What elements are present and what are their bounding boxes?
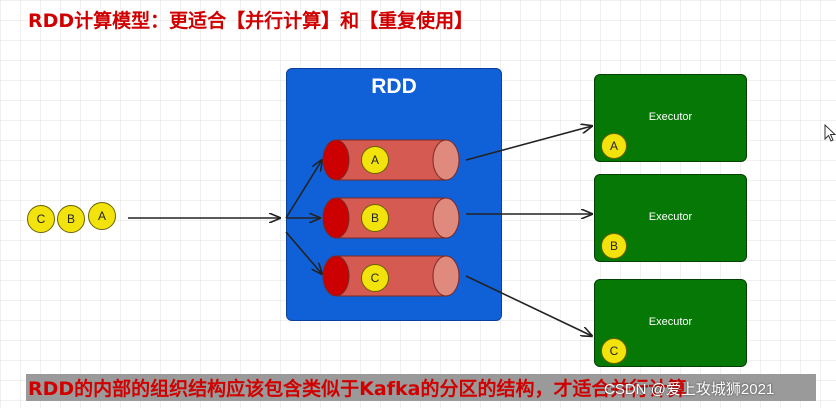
- page-title: RDD计算模型：更适合【并行计算】和【重复使用】: [28, 10, 474, 32]
- partition-token-a: A: [361, 146, 389, 174]
- input-token-c: C: [27, 205, 55, 233]
- executor-b: Executor B: [594, 174, 747, 262]
- executor-token-a: A: [601, 133, 627, 159]
- executor-token-c: C: [601, 338, 627, 364]
- input-token-a: A: [88, 202, 116, 230]
- executor-token-b: B: [601, 233, 627, 259]
- executor-label: Executor: [648, 316, 693, 328]
- rdd-label: RDD: [371, 75, 417, 98]
- executor-label: Executor: [648, 211, 693, 223]
- fanout-arrow-a: [285, 160, 322, 219]
- executor-label: Executor: [648, 111, 693, 123]
- partition-token-b: B: [361, 204, 389, 232]
- mouse-pointer-icon: [824, 123, 836, 146]
- partition-token-c: C: [361, 264, 389, 292]
- exec-arrow-c: [465, 275, 592, 336]
- executor-a: Executor A: [594, 74, 747, 162]
- footer-strip: [26, 374, 816, 401]
- exec-arrow-a: [465, 126, 592, 161]
- fanout-arrow-c: [285, 231, 322, 274]
- partition-cylinder-b: [322, 197, 460, 239]
- input-token-b: B: [57, 205, 85, 233]
- partition-cylinder-a: [322, 139, 460, 181]
- footer-caption: RDD的内部的组织结构应该包含类似于Kafka的分区的结构，才适合并行计算: [28, 378, 687, 400]
- watermark: CSDN @爱上攻城狮2021: [604, 381, 775, 398]
- executor-c: Executor C: [594, 279, 747, 367]
- partition-cylinder-c: [322, 255, 460, 297]
